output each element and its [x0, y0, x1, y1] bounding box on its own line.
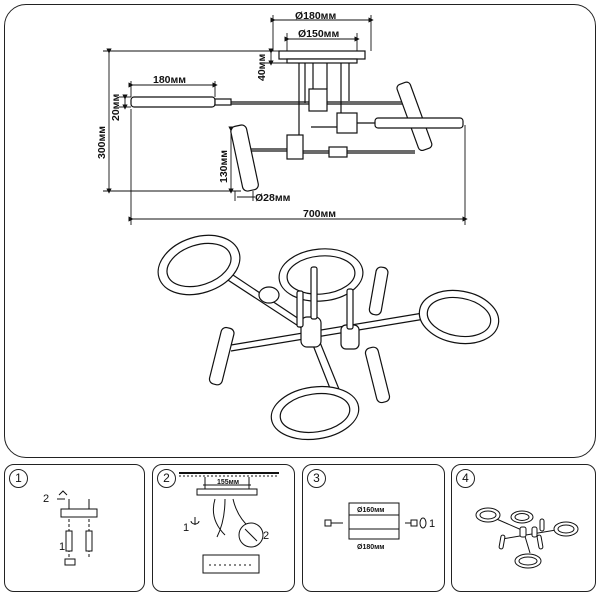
- callout-1: 1: [429, 518, 435, 530]
- perspective-view: [157, 234, 500, 441]
- left-lamp-tube: [130, 96, 216, 108]
- callout-1: 1: [59, 541, 65, 553]
- step-4-assembled-fixture: [475, 507, 579, 569]
- step-1-illustration: 2 1: [43, 490, 98, 566]
- canopy-height-dimension: 40мм: [256, 54, 268, 81]
- install-step-2: 2 155мм 1 2: [152, 464, 295, 592]
- junction-box: [308, 88, 328, 112]
- canopy-plate: [278, 50, 366, 60]
- spot-lamp: [230, 124, 259, 192]
- install-step-1: 1 2 1: [4, 464, 145, 592]
- step-number: 4: [456, 469, 475, 488]
- mounting-plate: [196, 488, 258, 496]
- mounting-bracket: [60, 508, 98, 518]
- arm-thickness-dimension: 20мм: [110, 94, 122, 121]
- callout-2: 2: [43, 493, 49, 505]
- install-step-4: 4: [451, 464, 596, 592]
- main-drawing-panel: Ø180мм Ø150мм 40мм 180мм 20мм 300мм 130м…: [4, 4, 596, 458]
- canopy-cover: [348, 502, 400, 540]
- step-number: 2: [157, 469, 176, 488]
- step-3-illustration: Ø160мм Ø180мм 1: [324, 502, 435, 551]
- lamp-length-dimension: 180мм: [153, 74, 186, 86]
- spot-diameter-dimension: Ø28мм: [255, 192, 291, 204]
- callout-2: 2: [263, 530, 269, 542]
- canopy-inner-dimension: Ø150мм: [298, 28, 339, 40]
- fixture-drawings: Ø180мм Ø150мм 40мм 180мм 20мм 300мм 130м…: [96, 10, 500, 441]
- step-number: 1: [9, 469, 28, 488]
- total-height-dimension: 300мм: [96, 126, 108, 159]
- step-3-outer-dimension: Ø180мм: [357, 544, 384, 551]
- canopy-outer-dimension: Ø180мм: [295, 10, 336, 22]
- dimension-lines: [103, 15, 468, 225]
- step-number: 3: [307, 469, 326, 488]
- total-width-dimension: 700мм: [303, 208, 336, 220]
- side-view: [130, 50, 464, 192]
- step-3-inner-dimension: Ø160мм: [357, 507, 384, 514]
- canopy-box: [202, 554, 260, 574]
- step-2-bracket-dimension: 155мм: [217, 479, 239, 486]
- step-2-illustration: 155мм 1 2: [179, 472, 279, 574]
- spot-length-dimension: 130мм: [218, 150, 230, 183]
- callout-1: 1: [183, 522, 189, 534]
- install-step-3: 3 Ø160мм Ø180мм 1: [302, 464, 445, 592]
